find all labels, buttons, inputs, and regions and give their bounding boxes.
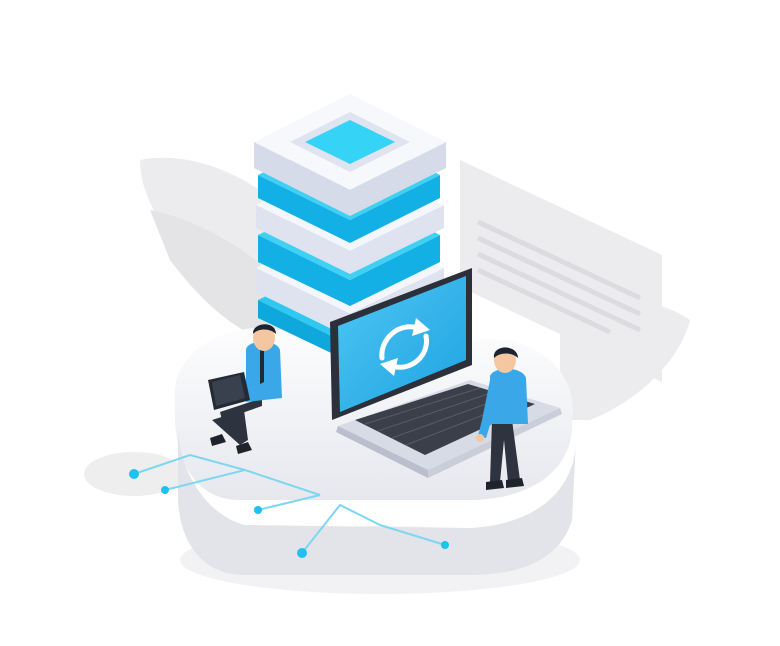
- circuit-nodes: [129, 469, 449, 558]
- standing-man-person-icon: [476, 347, 528, 490]
- sitting-man-person-icon: [208, 324, 282, 454]
- circuit-lines: [133, 453, 446, 554]
- sync-arrows-icon: [379, 324, 429, 370]
- code-panel: [460, 160, 662, 382]
